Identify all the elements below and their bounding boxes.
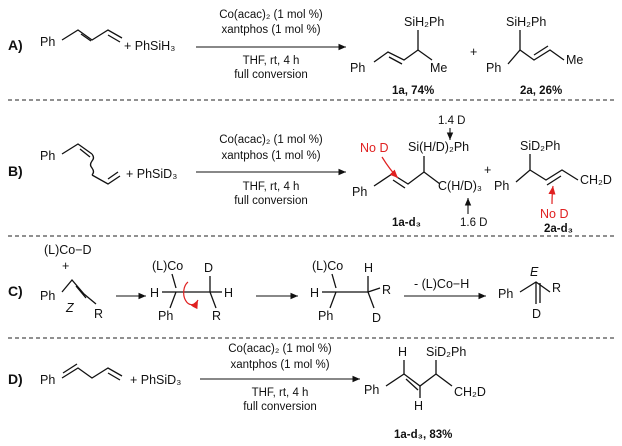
panel-d-ph: Ph bbox=[40, 373, 55, 387]
panel-d-cond-1: Co(acac)₂ (1 mol %) bbox=[228, 343, 332, 355]
panel-a-p1-chain bbox=[373, 49, 433, 63]
panel-b-p2-label: 2a-d₃ bbox=[544, 223, 573, 235]
panel-b: B) Ph + PhSiD₃ Co(acac)₂ (1 mol %) xantp… bbox=[8, 115, 612, 235]
panel-c-alkene bbox=[61, 278, 97, 305]
panel-a-p1-ph: Ph bbox=[350, 61, 365, 75]
panel-b-no-d-2: No D bbox=[540, 207, 568, 221]
panel-b-ph: Ph bbox=[40, 149, 55, 163]
panel-c-r: R bbox=[94, 307, 103, 321]
panel-c-int2-d: D bbox=[372, 311, 381, 325]
panel-b-no-d-1: No D bbox=[360, 141, 388, 155]
svg-text:): ) bbox=[18, 163, 23, 179]
panel-c-z: Z bbox=[65, 301, 74, 315]
panel-a-diene bbox=[61, 29, 123, 41]
panel-c-prod-r: R bbox=[552, 281, 561, 295]
panel-c-ph: Ph bbox=[40, 289, 55, 303]
panel-c-int1-r: R bbox=[212, 309, 221, 323]
panel-b-no-d-2-arrow bbox=[548, 185, 556, 205]
panel-d-reagent: + PhSiD₃ bbox=[130, 373, 181, 387]
panel-c-lco-d: (L)Co−D bbox=[44, 243, 92, 257]
panel-b-p1-c: C(H/D)₃ bbox=[438, 179, 482, 193]
panel-c: C) (L)Co−D + Ph Z R (L)Co H Ph D H R (L)… bbox=[8, 243, 561, 325]
panel-c-prod-d: D bbox=[532, 307, 541, 321]
panel-c-rotation-arrow bbox=[183, 281, 199, 310]
panel-d-label: D bbox=[8, 371, 18, 387]
panel-c-int1-lco: (L)Co bbox=[152, 259, 183, 273]
panel-c-int2-r: R bbox=[382, 283, 391, 297]
panel-a-reagent: + PhSiH₃ bbox=[124, 39, 175, 53]
panel-c-int1-d: D bbox=[204, 261, 213, 275]
panel-d-cond-2: xantphos (1 mol %) bbox=[230, 359, 329, 371]
svg-text:): ) bbox=[18, 37, 23, 53]
panel-a: A) Ph + PhSiH₃ Co(acac)₂ (1 mol %) xantp… bbox=[8, 9, 583, 97]
panel-a-p2-me: Me bbox=[566, 53, 583, 67]
panel-d-cond-4: full conversion bbox=[243, 401, 317, 413]
panel-d-p-ch2d: CH₂D bbox=[454, 385, 486, 399]
panel-c-prod-alkene bbox=[519, 281, 551, 293]
panel-c-int2-h: H bbox=[364, 261, 373, 275]
panel-b-d-top: 1.4 D bbox=[438, 115, 466, 127]
panel-d-p-si: SiD₂Ph bbox=[426, 345, 466, 359]
panel-c-int1-h2: H bbox=[224, 286, 233, 300]
panel-c-plus: + bbox=[62, 259, 69, 273]
panel-c-int1-h1: H bbox=[150, 286, 159, 300]
panel-b-d-bottom: 1.6 D bbox=[460, 217, 488, 229]
panel-a-cond-4: full conversion bbox=[234, 69, 308, 81]
panel-b-cond-2: xantphos (1 mol %) bbox=[221, 150, 320, 162]
panel-d-p-chain bbox=[385, 373, 453, 387]
panel-c-int2-lco: (L)Co bbox=[312, 259, 343, 273]
svg-text:): ) bbox=[18, 283, 23, 299]
panel-c-elim: - (L)Co−H bbox=[414, 277, 469, 291]
panel-b-p2-si: SiD₂Ph bbox=[520, 139, 560, 153]
panel-a-cond-3: THF, rt, 4 h bbox=[243, 55, 300, 67]
panel-a-p1-si: SiH₂Ph bbox=[404, 15, 444, 29]
panel-b-p2-ch2d: CH₂D bbox=[580, 173, 612, 187]
panel-a-p1-yield: 1a, 74% bbox=[392, 85, 434, 97]
panel-c-label: C bbox=[8, 283, 18, 299]
panel-b-p1-ph: Ph bbox=[352, 185, 367, 199]
panel-c-prod-ph: Ph bbox=[498, 287, 513, 301]
panel-a-p2-chain bbox=[507, 49, 565, 65]
panel-a-cond-2: xantphos (1 mol %) bbox=[221, 24, 320, 36]
panel-a-p2-si: SiH₂Ph bbox=[506, 15, 546, 29]
panel-a-p2-ph: Ph bbox=[486, 61, 501, 75]
panel-c-int1-ph: Ph bbox=[158, 309, 173, 323]
panel-b-cond-1: Co(acac)₂ (1 mol %) bbox=[219, 134, 323, 146]
panel-d-p-h2: H bbox=[414, 399, 423, 413]
panel-b-p2-chain bbox=[515, 169, 579, 183]
panel-a-cond-1: Co(acac)₂ (1 mol %) bbox=[219, 9, 323, 21]
panel-d-cond-3: THF, rt, 4 h bbox=[252, 387, 309, 399]
panel-b-reagent: + PhSiD₃ bbox=[126, 167, 177, 181]
panel-b-cond-4: full conversion bbox=[234, 195, 308, 207]
panel-b-p1-chain bbox=[373, 171, 441, 187]
svg-text:): ) bbox=[18, 371, 23, 387]
panel-b-cond-3: THF, rt, 4 h bbox=[243, 181, 300, 193]
panel-b-label: B bbox=[8, 163, 18, 179]
panel-a-p2-yield: 2a, 26% bbox=[520, 85, 562, 97]
panel-d-p-label: 1a-d₃, 83% bbox=[394, 429, 452, 441]
panel-b-p2-ph: Ph bbox=[494, 179, 509, 193]
panel-c-int2-ph: Ph bbox=[318, 309, 333, 323]
panel-b-p1-si: Si(H/D)₂Ph bbox=[408, 140, 469, 154]
panel-a-p1-me: Me bbox=[430, 61, 447, 75]
panel-d-p-ph: Ph bbox=[364, 383, 379, 397]
panel-c-e: E bbox=[530, 265, 539, 279]
panel-b-diene-a bbox=[61, 143, 93, 155]
panel-c-int2-h1: H bbox=[310, 286, 319, 300]
panel-a-ph: Ph bbox=[40, 35, 55, 49]
panel-b-no-d-1-arrow bbox=[381, 156, 399, 179]
panel-d-diene bbox=[61, 367, 123, 379]
panel-d: D) Ph + PhSiD₃ Co(acac)₂ (1 mol %) xantp… bbox=[8, 343, 486, 441]
panel-b-p1-label: 1a-d₃ bbox=[392, 217, 421, 229]
panel-b-plus: + bbox=[484, 163, 491, 177]
panel-a-label: A bbox=[8, 37, 18, 53]
panel-b-wavy-bond bbox=[89, 153, 95, 176]
panel-a-plus: + bbox=[470, 45, 477, 59]
panel-d-p-h1: H bbox=[398, 345, 407, 359]
